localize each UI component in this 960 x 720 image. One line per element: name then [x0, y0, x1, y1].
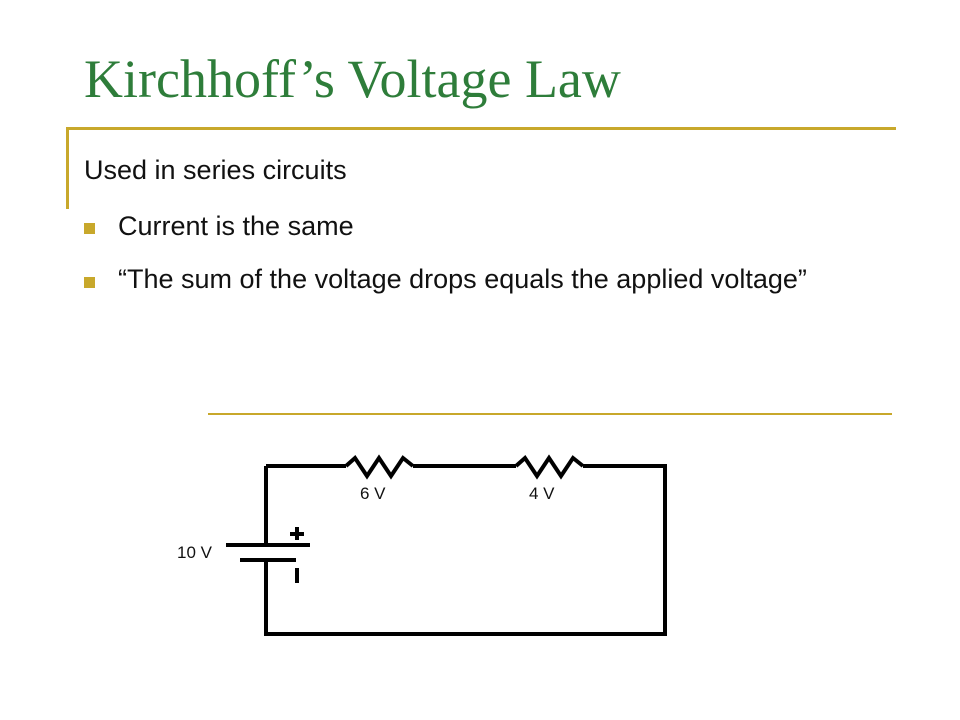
bullet-marker-icon: [84, 223, 95, 234]
resistor-4v-icon: [514, 454, 585, 480]
battery-10v-label: 10 V: [177, 543, 212, 562]
resistor-4v-label: 4 V: [529, 484, 555, 503]
bullet-marker-icon: [84, 277, 95, 288]
resistor-6v-icon: [344, 454, 415, 480]
subtitle-text: Used in series circuits: [84, 155, 347, 185]
resistor-6v-label: 6 V: [360, 484, 386, 503]
section-divider: [208, 413, 892, 415]
title-divider-horizontal: [66, 127, 896, 130]
circuit-top-wire-right: [264, 464, 667, 636]
slide-title: Kirchhoff’s Voltage Law: [84, 49, 621, 109]
title-divider-vertical: [66, 127, 69, 209]
plus-icon: [290, 527, 304, 540]
bullet-item-1: Current is the same: [118, 211, 354, 241]
bullet-item-2: “The sum of the voltage drops equals the…: [118, 264, 807, 294]
